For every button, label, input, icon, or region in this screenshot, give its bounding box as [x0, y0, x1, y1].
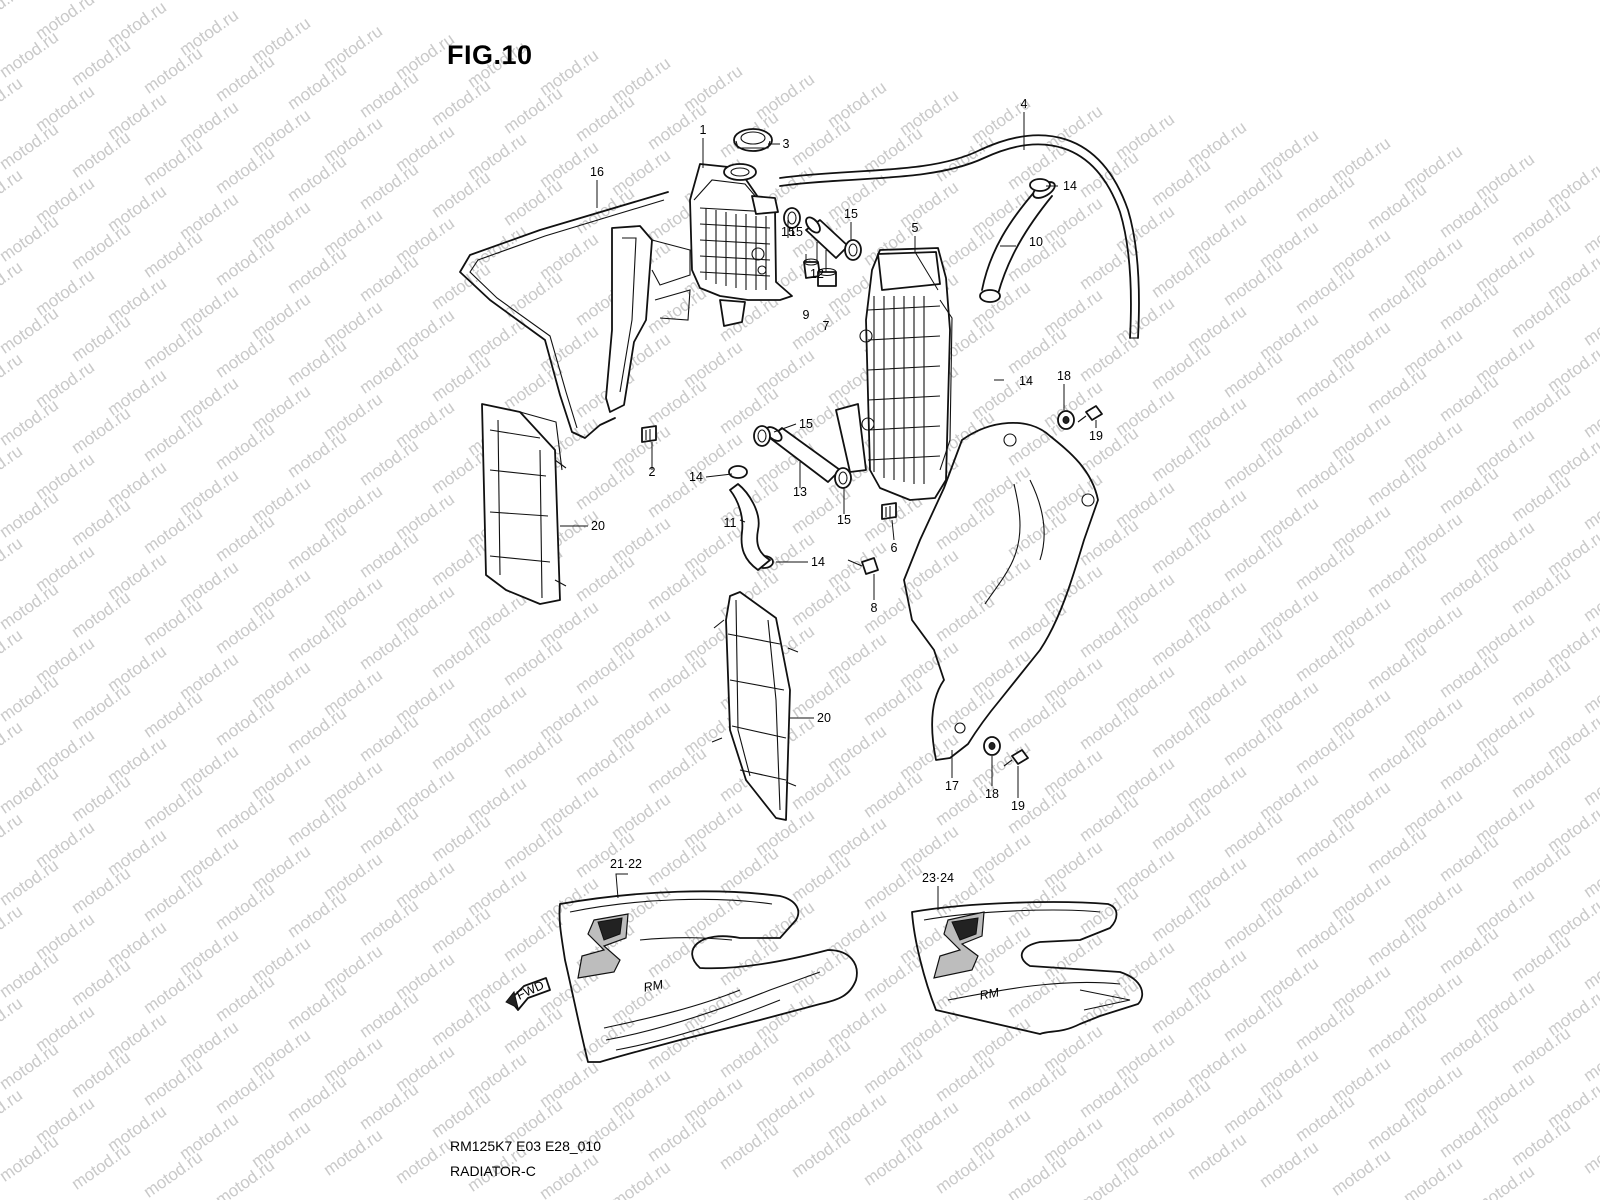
part-18-washers: [983, 410, 1075, 756]
fwd-label: FWD: [514, 978, 546, 1003]
part-20-grille-left: [481, 403, 567, 605]
figure-code: RM125K7 E03 E28_010: [450, 1138, 601, 1154]
callout-7: 7: [823, 319, 830, 333]
part-5-right-radiator: [835, 247, 953, 501]
callout-14b: 14: [1019, 374, 1033, 388]
part-6-clip: [881, 502, 897, 520]
part-19-bolts: [1003, 405, 1103, 767]
part-3-radiator-cap: [733, 128, 773, 152]
part-2-clip: [641, 425, 657, 443]
callout-14c: 14: [689, 470, 703, 484]
callout-21-22: 21·22: [610, 857, 642, 871]
part-7-collar: [817, 267, 837, 287]
callout-18a: 18: [1057, 369, 1071, 383]
part-8-bolt: [847, 557, 879, 575]
callout-23-24: 23·24: [922, 871, 954, 885]
callout-9: 9: [803, 308, 810, 322]
part-11-lower-hose: [729, 483, 771, 571]
callout-4: 4: [1021, 97, 1028, 111]
callout-leaders: [560, 112, 1097, 910]
figure-name: RADIATOR-C: [450, 1163, 536, 1179]
callout-15e: 15: [789, 225, 803, 239]
part-15-clamps-lower: [753, 425, 852, 489]
callout-5: 5: [912, 221, 919, 235]
callout-14d: 14: [811, 555, 825, 569]
part-13-lower-hose: [765, 426, 841, 483]
callout-14a: 14: [1063, 179, 1077, 193]
part-1-left-radiator: [689, 163, 793, 327]
callout-3: 3: [783, 137, 790, 151]
callout-17: 17: [945, 779, 959, 793]
callout-15d: 15: [837, 513, 851, 527]
figure-title: FIG.10: [447, 40, 533, 70]
callout-1: 1: [700, 123, 707, 137]
callout-10: 10: [1029, 235, 1043, 249]
callout-12: 12: [810, 267, 824, 281]
callout-16: 16: [590, 165, 604, 179]
callout-20a: 20: [591, 519, 605, 533]
callout-13: 13: [793, 485, 807, 499]
callout-15b: 15: [844, 207, 858, 221]
part-10-hose: [981, 181, 1056, 295]
part-12-upper-hose: [805, 216, 849, 259]
part-20-grille-lower: [711, 591, 799, 821]
part-4-overflow-tube: [779, 134, 1140, 339]
part-15-clamps-upper: [783, 207, 862, 261]
fwd-arrow-icon: FWD: [505, 977, 551, 1011]
callout-20b: 20: [817, 711, 831, 725]
callout-8: 8: [871, 601, 878, 615]
rm-logo-right: RM: [979, 985, 1001, 1002]
callout-19a: 19: [1089, 429, 1103, 443]
callout-15c: 15: [799, 417, 813, 431]
callout-6: 6: [891, 541, 898, 555]
rm-logo-left: RM: [643, 977, 665, 994]
part-21-22-left-decal: [558, 890, 858, 1063]
part-16-left-shroud: [459, 191, 691, 439]
callout-15a: 15: [781, 225, 795, 239]
callout-11: 11: [724, 516, 737, 530]
part-17-right-shroud: [903, 421, 1099, 761]
callout-2: 2: [649, 465, 656, 479]
callout-18b: 18: [985, 787, 999, 801]
callout-19b: 19: [1011, 799, 1025, 813]
part-23-24-right-decal: [911, 901, 1144, 1035]
